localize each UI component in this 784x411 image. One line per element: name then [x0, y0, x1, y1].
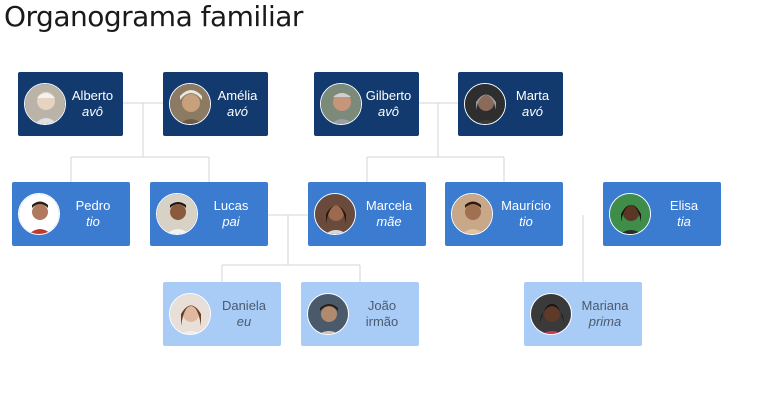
avatar-joao	[307, 293, 349, 335]
avatar-mauricio	[451, 193, 493, 235]
member-marcela-role: mãe	[376, 214, 402, 229]
member-marcela-name: Marcela	[365, 198, 413, 213]
member-amelia-role: avó	[227, 104, 248, 119]
avatar-elisa	[609, 193, 651, 235]
avatar-alberto	[24, 83, 66, 125]
member-marta-role: avó	[522, 104, 543, 119]
member-lucas-name: Lucas	[213, 198, 249, 213]
member-joao-name: João	[367, 298, 397, 313]
member-amelia-name: Amélia	[217, 88, 258, 103]
avatar-pedro	[18, 193, 60, 235]
member-gilberto-role: avô	[378, 104, 399, 119]
member-mariana-name: Mariana	[581, 298, 629, 313]
member-daniela-name: Daniela	[221, 298, 267, 313]
avatar-marcela	[314, 193, 356, 235]
member-gilberto-name: Gilberto	[365, 88, 412, 103]
member-daniela-role: eu	[236, 314, 252, 329]
avatar-marta	[464, 83, 506, 125]
member-elisa-name: Elisa	[669, 198, 699, 213]
avatar-daniela	[169, 293, 211, 335]
member-lucas-role: pai	[222, 214, 240, 229]
member-mariana-role: prima	[588, 314, 622, 329]
member-alberto-name: Alberto	[71, 88, 114, 103]
avatar-lucas	[156, 193, 198, 235]
member-joao-role: irmão	[365, 314, 399, 329]
chart-title: Organograma familiar	[4, 0, 303, 33]
member-marta-name: Marta	[515, 88, 550, 103]
member-mauricio-role: tio	[519, 214, 533, 229]
member-alberto-role: avô	[82, 104, 103, 119]
member-pedro-name: Pedro	[75, 198, 111, 213]
member-mauricio-name: Maurício	[501, 198, 551, 213]
member-elisa-role: tia	[677, 214, 691, 229]
avatar-amelia	[169, 83, 211, 125]
member-pedro-role: tio	[86, 214, 100, 229]
avatar-gilberto	[320, 83, 362, 125]
avatar-mariana	[530, 293, 572, 335]
